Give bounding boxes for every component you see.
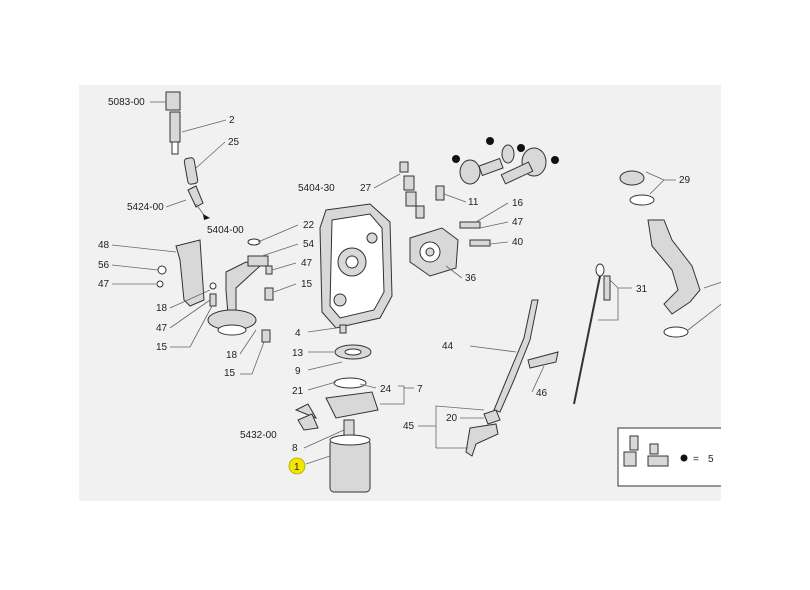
label-8: 8 (292, 443, 298, 454)
label-15-a: 15 (156, 342, 168, 353)
label-24: 24 (380, 384, 392, 395)
highlight-marker-1: 1 (288, 457, 306, 475)
diagram-panel: 5083-00 2 25 5424-00 5404-00 48 56 47 18… (79, 85, 721, 501)
label-31: 31 (636, 284, 648, 295)
label-27: 27 (360, 183, 372, 194)
legend-count: 5 (708, 454, 714, 465)
label-22: 22 (303, 220, 315, 231)
label-4: 4 (295, 328, 301, 339)
label-18-a: 18 (156, 303, 168, 314)
gear-shaft-part (452, 137, 559, 185)
dipstick-tube-part (465, 299, 559, 457)
small-parts (399, 161, 491, 247)
label-2: 2 (229, 115, 235, 126)
filter-stack-part (294, 324, 379, 493)
label-47-d: 47 (512, 217, 524, 228)
label-9: 9 (295, 366, 301, 377)
label-5083-00: 5083-00 (108, 97, 145, 108)
label-47-c: 47 (301, 258, 313, 269)
label-5404-30: 5404-30 (298, 183, 335, 194)
housing-part (319, 203, 393, 329)
dipstick-part (573, 263, 611, 405)
label-36: 36 (465, 273, 477, 284)
label-29: 29 (679, 175, 691, 186)
label-1: 1 (294, 462, 300, 473)
label-7: 7 (417, 384, 423, 395)
label-13: 13 (292, 348, 304, 359)
label-44: 44 (442, 341, 454, 352)
legend-box: = 5 (617, 427, 721, 487)
label-15-c: 15 (301, 279, 313, 290)
label-16: 16 (512, 198, 524, 209)
label-48: 48 (98, 240, 110, 251)
bracket-part (156, 239, 217, 307)
filler-neck-part (619, 170, 701, 338)
label-5424-00: 5424-00 (127, 202, 164, 213)
label-5404-00: 5404-00 (207, 225, 244, 236)
label-11: 11 (468, 197, 479, 208)
label-18-b: 18 (226, 350, 238, 361)
label-47-b: 47 (156, 323, 168, 334)
label-20: 20 (446, 413, 458, 424)
sensor-part (165, 91, 204, 208)
label-56: 56 (98, 260, 110, 271)
label-40: 40 (512, 237, 524, 248)
exploded-parts-diagram: 5083-00 2 25 5424-00 5404-00 48 56 47 18… (98, 91, 721, 493)
label-45: 45 (403, 421, 415, 432)
label-21: 21 (292, 386, 304, 397)
label-5432-00: 5432-00 (240, 430, 277, 441)
pump-part (409, 227, 459, 277)
label-54: 54 (303, 239, 315, 250)
oil-pipe-part (207, 238, 274, 343)
label-47-a: 47 (98, 279, 110, 290)
label-25: 25 (228, 137, 240, 148)
label-46: 46 (536, 388, 548, 399)
legend-equals: = (693, 454, 699, 465)
label-15-b: 15 (224, 368, 236, 379)
